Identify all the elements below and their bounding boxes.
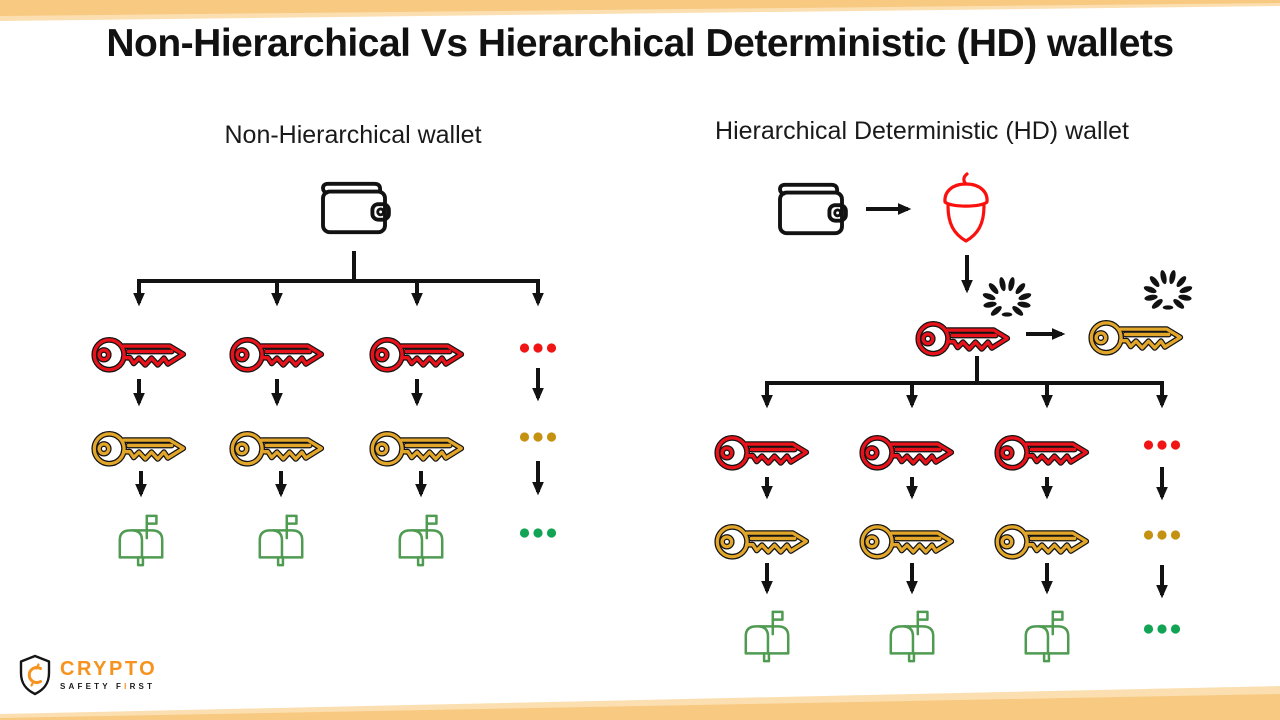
logo-shield-icon bbox=[19, 654, 51, 696]
private-key-icon bbox=[997, 438, 1086, 468]
ellipsis-dots-green bbox=[1143, 624, 1181, 634]
logo-tagline-post: RST bbox=[129, 682, 156, 691]
ellipsis-dots-gold bbox=[519, 432, 557, 442]
ellipsis-dots-green bbox=[519, 528, 557, 538]
public-key-icon bbox=[232, 434, 321, 464]
mailbox-icon bbox=[744, 610, 790, 663]
laurel-wreath-icon bbox=[982, 276, 1032, 318]
top-band bbox=[0, 0, 1280, 21]
top-band-main bbox=[0, 0, 1280, 16]
wallet-icon bbox=[778, 182, 848, 236]
public-key-icon bbox=[717, 527, 806, 557]
bottom-band-main bbox=[0, 694, 1280, 720]
left-section-heading: Non-Hierarchical wallet bbox=[224, 121, 482, 149]
page-title: Non-Hierarchical Vs Hierarchical Determi… bbox=[106, 22, 1174, 65]
hd-tree bbox=[717, 172, 1193, 663]
non-hd-tree bbox=[94, 181, 557, 567]
private-key-icon bbox=[372, 340, 461, 370]
mailbox-icon bbox=[118, 514, 164, 567]
public-key-icon bbox=[862, 527, 951, 557]
wallet-icon bbox=[321, 181, 391, 235]
mailbox-icon bbox=[1024, 610, 1070, 663]
bottom-band bbox=[0, 686, 1280, 720]
public-key-icon bbox=[372, 434, 461, 464]
mailbox-icon bbox=[398, 514, 444, 567]
logo-name: CRYPTO bbox=[60, 658, 158, 680]
logo-tagline-accent: I bbox=[124, 682, 130, 691]
ellipsis-dots-red bbox=[519, 343, 557, 353]
laurel-wreath-icon bbox=[1143, 269, 1193, 311]
ellipsis-dots-red bbox=[1143, 440, 1181, 450]
logo-text: CRYPTO SAFETY FIRST bbox=[60, 658, 158, 692]
right-section-heading: Hierarchical Deterministic (HD) wallet bbox=[715, 117, 1129, 145]
mailbox-icon bbox=[889, 610, 935, 663]
ellipsis-dots-gold bbox=[1143, 530, 1181, 540]
mailbox-icon bbox=[258, 514, 304, 567]
private-key-icon bbox=[717, 438, 806, 468]
public-key-icon bbox=[997, 527, 1086, 557]
private-key-icon bbox=[94, 340, 183, 370]
logo-tagline-pre: SAFETY F bbox=[60, 682, 125, 691]
master-private-key-icon bbox=[918, 324, 1007, 354]
public-key-icon bbox=[94, 434, 183, 464]
logo: CRYPTO SAFETY FIRST bbox=[18, 654, 157, 696]
master-public-key-icon bbox=[1091, 323, 1180, 353]
private-key-icon bbox=[862, 438, 951, 468]
branch-connector bbox=[139, 251, 538, 283]
branch-connector bbox=[767, 356, 1162, 385]
acorn-seed-icon bbox=[943, 172, 989, 243]
private-key-icon bbox=[232, 340, 321, 370]
logo-tagline: SAFETY FIRST bbox=[60, 682, 157, 691]
